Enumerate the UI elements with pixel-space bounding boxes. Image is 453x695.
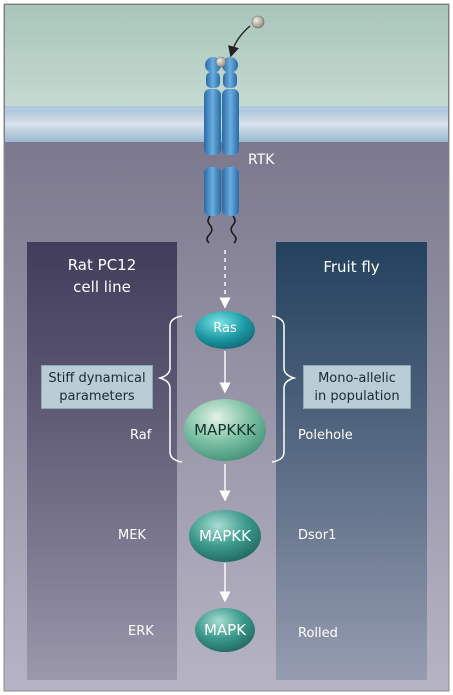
right-brace [271, 315, 297, 463]
node-mapk [195, 608, 255, 652]
node-mapkk [189, 510, 261, 562]
polehole-label: Polehole [298, 428, 353, 443]
right-panel [276, 242, 427, 680]
node-mapkk-label: MAPKK [199, 527, 251, 545]
node-ras [195, 311, 255, 349]
right-info-box-line1: Mono-allelic [318, 371, 396, 386]
left-panel [27, 242, 177, 680]
left-brace [157, 315, 183, 463]
left-panel-title-line2: cell line [73, 278, 131, 296]
left-info-box-line1: Stiff dynamical [48, 371, 146, 386]
erk-label: ERK [128, 624, 154, 639]
dsor1-label: Dsor1 [298, 528, 337, 543]
right-info-box-line2: in population [314, 389, 400, 404]
rolled-label: Rolled [298, 626, 338, 641]
node-ras-label: Ras [213, 321, 237, 336]
node-mapkkk-label: MAPKKK [194, 421, 256, 439]
right-info-box: Mono-allelic in population [303, 365, 411, 409]
mek-label: MEK [118, 528, 146, 543]
node-mapkkk [184, 399, 266, 461]
node-mapk-label: MAPK [203, 621, 247, 639]
right-panel-title: Fruit fly [323, 258, 380, 276]
ligand-ball [251, 15, 265, 29]
left-info-box-line2: parameters [59, 389, 135, 404]
left-panel-title-line1: Rat PC12 [67, 256, 137, 274]
ligand-binding-arrow [228, 25, 251, 58]
left-panel-title: Rat PC12 cell line [27, 254, 177, 298]
receptor-rtk [204, 56, 239, 244]
left-info-box: Stiff dynamical parameters [41, 365, 153, 409]
raf-label: Raf [130, 428, 152, 443]
rtk-label: RTK [248, 152, 275, 168]
